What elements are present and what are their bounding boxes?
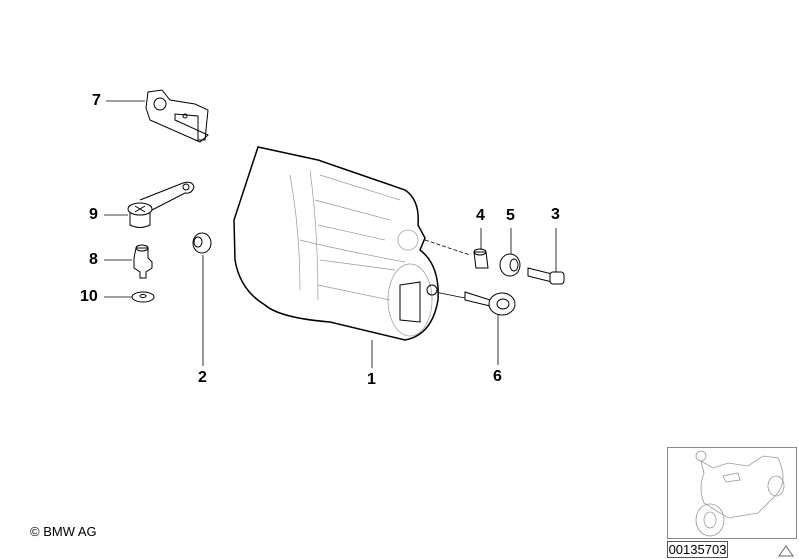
- part-1-pump-unit: [233, 146, 439, 341]
- part-label-4[interactable]: 4: [476, 207, 485, 224]
- motorcycle-thumbnail: [667, 447, 797, 539]
- part-7-bracket: [145, 89, 209, 143]
- warning-triangle-icon: [778, 545, 794, 557]
- motorcycle-icon: [695, 450, 785, 537]
- part-label-10[interactable]: 10: [80, 288, 98, 305]
- part-label-2[interactable]: 2: [198, 369, 207, 386]
- part-label-5[interactable]: 5: [506, 207, 515, 224]
- part-6-eye-bolt: [464, 291, 516, 316]
- part-label-8[interactable]: 8: [89, 251, 98, 268]
- copyright-text: © BMW AG: [30, 524, 97, 539]
- part-9-cap-with-strap: [127, 181, 195, 228]
- part-5-rubber-mount: [499, 253, 521, 277]
- part-label-6[interactable]: 6: [493, 368, 502, 385]
- part-8-valve: [133, 244, 153, 279]
- part-3-screw: [527, 267, 565, 285]
- part-label-3[interactable]: 3: [551, 206, 560, 223]
- part-label-7[interactable]: 7: [92, 92, 101, 109]
- diagram-code: 00135703: [667, 541, 728, 558]
- part-label-9[interactable]: 9: [89, 206, 98, 223]
- leader-lines: [104, 100, 557, 368]
- part-10-washer: [131, 291, 155, 303]
- part-label-1[interactable]: 1: [367, 371, 376, 388]
- part-4-sleeve: [473, 248, 489, 269]
- part-2-grommet: [192, 232, 212, 254]
